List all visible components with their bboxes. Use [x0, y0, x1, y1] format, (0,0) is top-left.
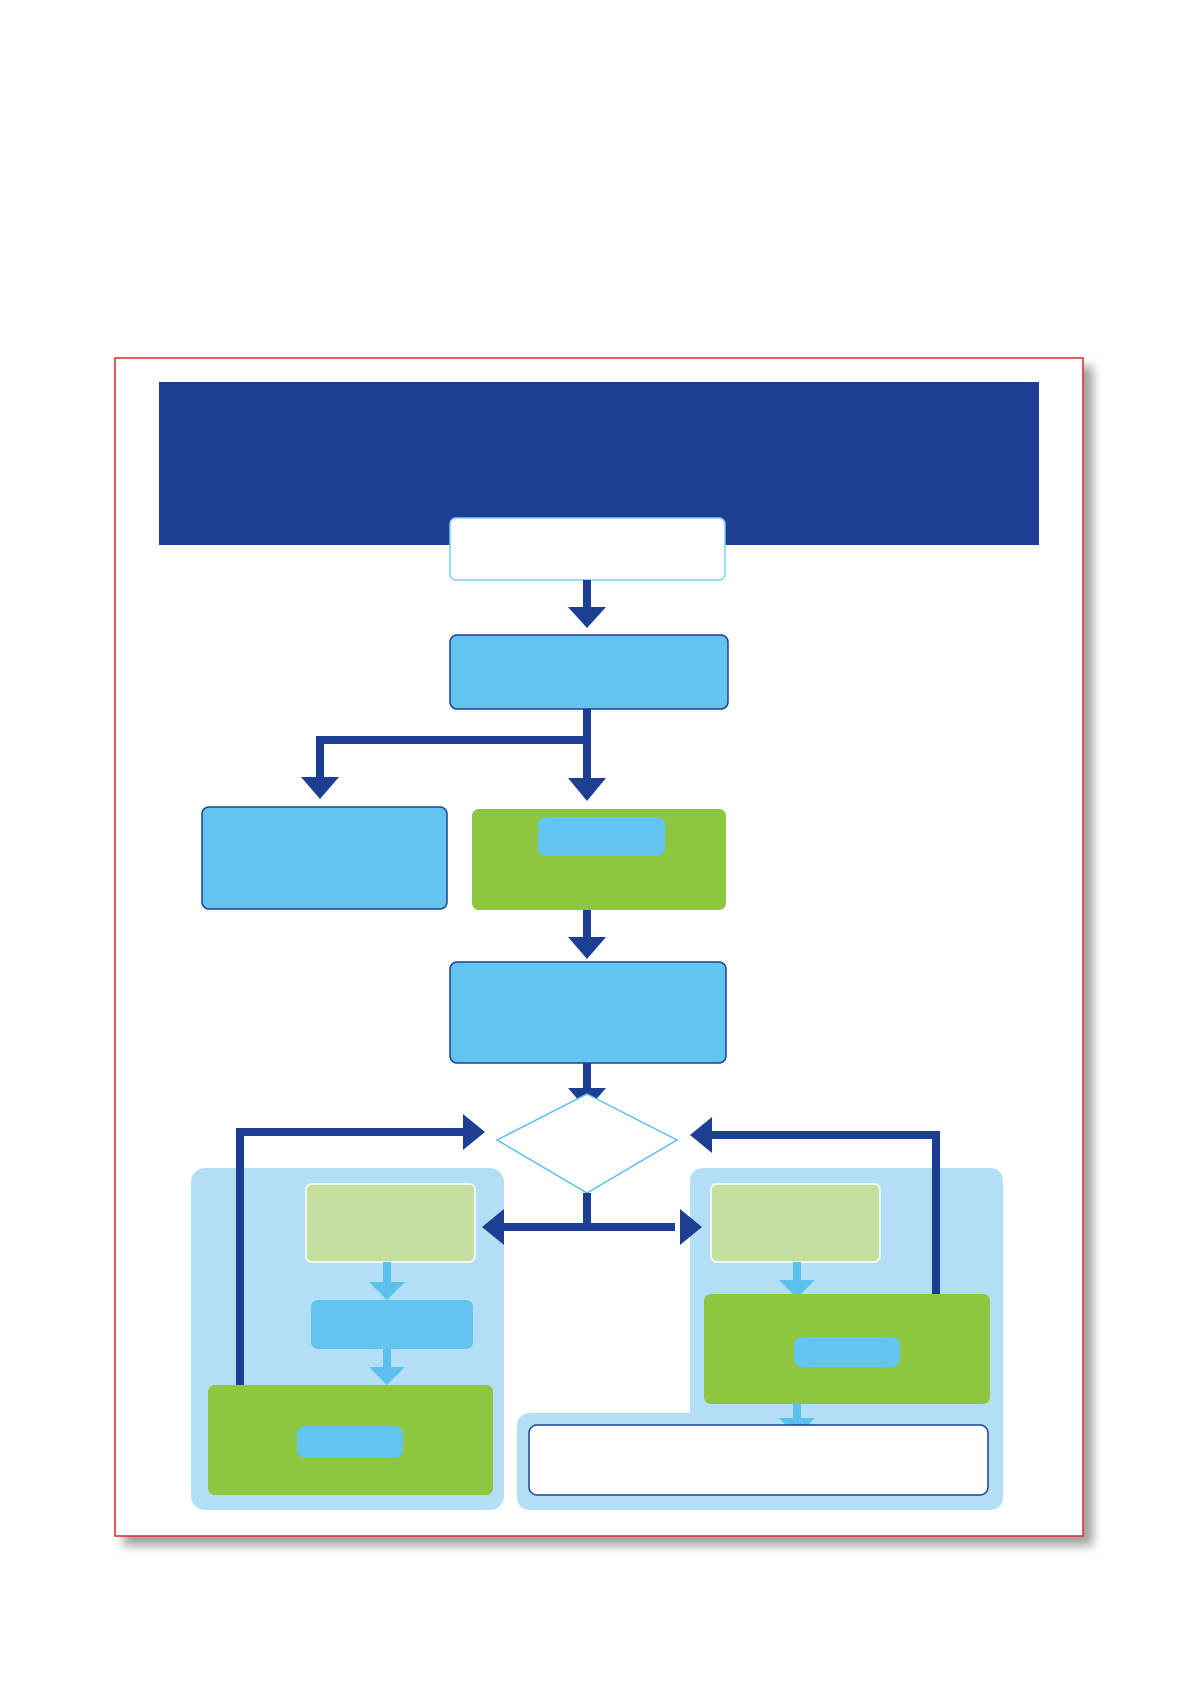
arrow-step1-split: [301, 709, 606, 801]
branch-left-box: [201, 806, 448, 910]
arrow-left-mid-to-bottom: [369, 1349, 405, 1385]
start-box: [449, 517, 726, 581]
step1-box: [449, 634, 729, 710]
arrow-branch-to-step2: [568, 910, 606, 959]
arrow-decision-split: [482, 1193, 702, 1245]
right-panel-result-box: [528, 1424, 989, 1496]
left-panel-bottom-tag: [297, 1426, 403, 1458]
arrow-start-to-step1: [568, 580, 606, 628]
step2-box: [449, 961, 727, 1064]
arrow-right-top-to-mid: [779, 1262, 815, 1298]
arrow-right-loop-to-decision: [690, 1117, 940, 1294]
right-panel-mid-tag: [794, 1337, 900, 1367]
left-panel-mid-box: [311, 1300, 473, 1349]
branch-right-tag: [538, 817, 665, 856]
arrow-left-top-to-mid: [369, 1262, 405, 1300]
right-panel-top-box: [710, 1183, 881, 1263]
arrow-left-loop-to-decision: [236, 1114, 485, 1385]
left-panel-top-box: [305, 1183, 476, 1263]
